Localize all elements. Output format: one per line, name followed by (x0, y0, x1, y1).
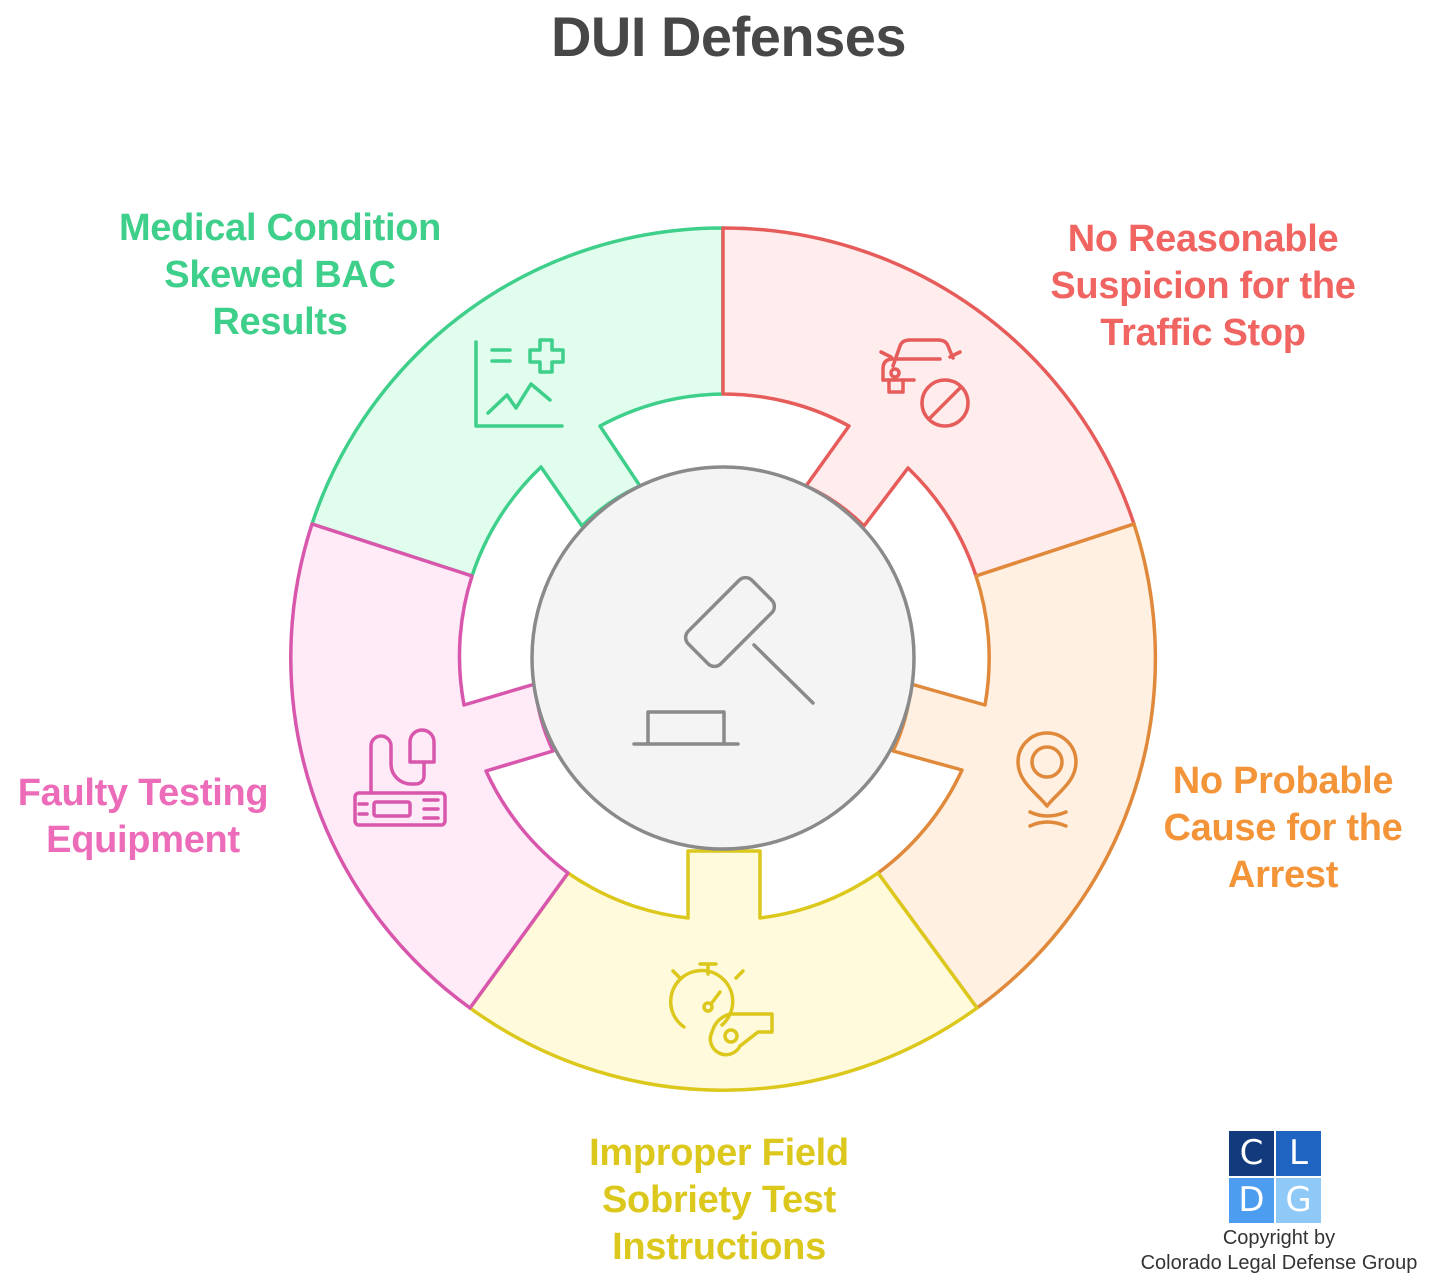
label-line: Medical Condition (118, 207, 442, 249)
label-line: Equipment (46, 819, 240, 861)
copyright-line: Colorado Legal Defense Group (1140, 1252, 1418, 1274)
label-medical-condition: Medical Condition Skewed BAC Results (80, 205, 480, 346)
label-line: Arrest (1227, 854, 1339, 896)
cldg-logo: C L D G (1229, 1131, 1321, 1223)
label-line: Suspicion for the (1050, 265, 1356, 307)
medical-chart-icon (474, 338, 565, 428)
label-line: Skewed BAC (164, 254, 396, 296)
label-no-reasonable-suspicion: No Reasonable Suspicion for the Traffic … (1003, 216, 1403, 357)
gavel-icon (632, 575, 815, 746)
logo-letter-d: D (1229, 1178, 1274, 1223)
label-line: Traffic Stop (1100, 312, 1306, 354)
label-line: Instructions (612, 1226, 826, 1268)
logo-letter-l: L (1276, 1131, 1321, 1176)
label-line: Cause for the (1163, 807, 1403, 849)
breathalyzer-icon (353, 728, 447, 827)
no-car-icon (879, 338, 970, 428)
copyright-line: Copyright by (1222, 1227, 1336, 1249)
logo-letter-g: G (1276, 1178, 1321, 1223)
label-line: Sobriety Test (601, 1179, 836, 1221)
label-faulty-testing-equipment: Faulty Testing Equipment (0, 770, 343, 864)
label-no-probable-cause: No Probable Cause for the Arrest (1083, 758, 1429, 899)
segment-faulty-equipment (289, 522, 570, 1010)
label-line: Results (212, 301, 348, 343)
label-line: No Reasonable (1067, 218, 1339, 260)
center-circle (530, 465, 916, 851)
label-line: No Probable (1172, 760, 1394, 802)
label-line: Faulty Testing (17, 772, 269, 814)
logo-letter-c: C (1229, 1131, 1274, 1176)
label-line: Improper Field (589, 1132, 849, 1174)
page-title: DUI Defenses (550, 5, 907, 68)
label-improper-sobriety-test: Improper Field Sobriety Test Instruction… (519, 1130, 919, 1271)
stopwatch-whistle-icon (669, 962, 774, 1057)
copyright-notice: Copyright by Colorado Legal Defense Grou… (1129, 1226, 1429, 1276)
segment-sobriety (468, 849, 979, 1092)
location-pin-icon (1016, 731, 1078, 828)
